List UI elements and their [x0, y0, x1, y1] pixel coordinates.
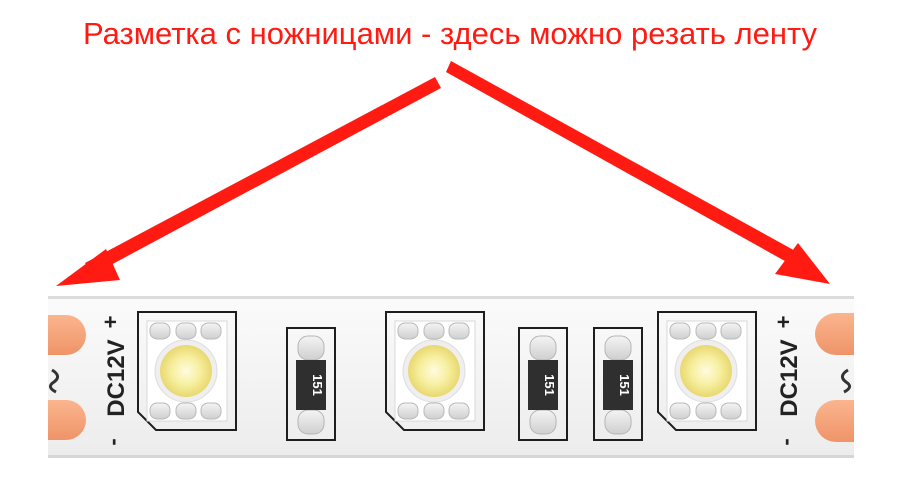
voltage-label-left: DC12V — [103, 339, 130, 416]
arrow-right — [446, 61, 830, 284]
plus-sign-right: + — [771, 316, 796, 329]
scissors-icon — [841, 368, 851, 394]
copper-pad-left-top — [48, 315, 86, 355]
led-chip-icon — [657, 311, 757, 431]
minus-sign-right: - — [773, 438, 798, 445]
minus-sign-left: - — [100, 438, 125, 445]
resistor-code: 151 — [310, 374, 325, 396]
resistor-icon: 151 — [286, 327, 336, 441]
copper-pad-left-bottom — [48, 400, 86, 440]
copper-pad-right-bottom — [815, 400, 854, 442]
resistor-icon: 151 — [593, 327, 643, 441]
arrow-left — [56, 77, 441, 286]
voltage-label-right: DC12V — [776, 339, 803, 416]
plus-sign-left: + — [98, 316, 123, 329]
scissors-icon — [49, 368, 59, 394]
led-chip-icon — [137, 311, 237, 431]
resistor-code: 151 — [542, 374, 557, 396]
led-chip-icon — [385, 311, 485, 431]
caption-title: Разметка с ножницами - здесь можно резат… — [82, 16, 818, 51]
resistor-code: 151 — [617, 374, 632, 396]
copper-pad-right-top — [815, 313, 854, 355]
resistor-icon: 151 — [518, 327, 568, 441]
